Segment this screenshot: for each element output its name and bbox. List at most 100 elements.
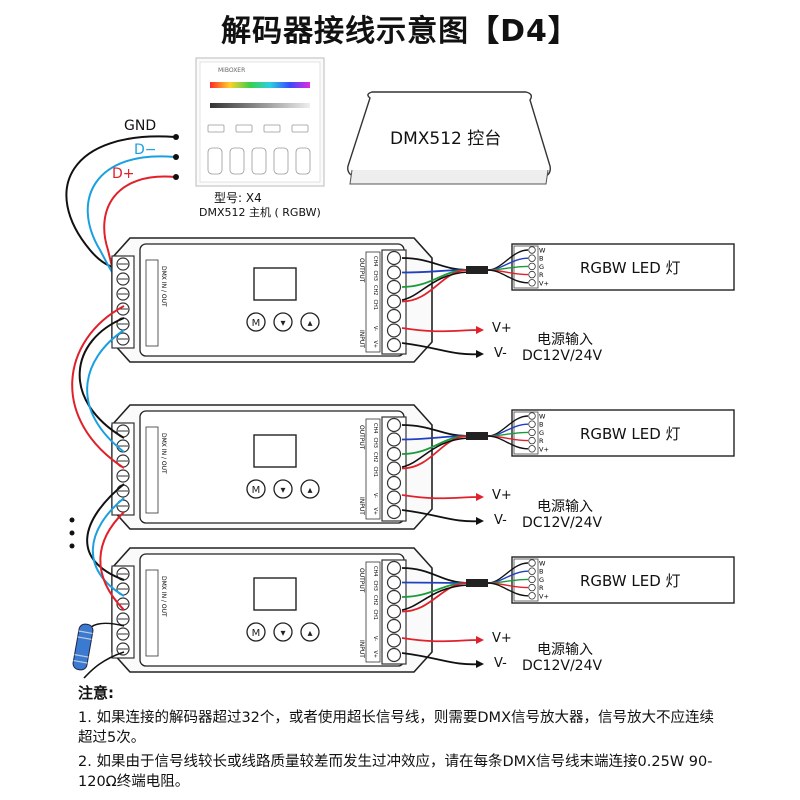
master-panel: MiBOXER xyxy=(195,57,325,187)
out-pin-label: CH1 xyxy=(372,467,378,477)
led-pin xyxy=(528,279,536,287)
termination-resistor xyxy=(72,622,125,679)
decoder-button[interactable]: ▴ xyxy=(300,622,320,642)
terminal-screw xyxy=(386,589,402,605)
console-label: DMX512 控台 xyxy=(390,129,502,149)
decoder-button[interactable]: M xyxy=(246,312,266,332)
dmx-console xyxy=(347,91,551,185)
terminal-screw xyxy=(386,647,402,663)
power-vminus-wire xyxy=(401,342,483,356)
vminus-label: V- xyxy=(494,513,507,528)
svg-text:M: M xyxy=(252,485,261,496)
led-wire xyxy=(401,435,469,470)
power-input-label: 电源输入 xyxy=(537,332,593,348)
lcd-display xyxy=(253,267,297,301)
led-pin xyxy=(528,412,536,420)
dmx-terminal-block: DMX IN / OUT xyxy=(111,565,167,659)
vplus-label: V+ xyxy=(492,488,512,503)
rainbow-bar-top xyxy=(210,82,310,88)
power-voltage-label: DC12V/24V xyxy=(522,348,603,364)
out-pin-label: CH4 xyxy=(372,566,378,576)
out-pin-label: CH2 xyxy=(372,452,378,462)
out-pin-label: CH2 xyxy=(372,595,378,605)
terminal-screw xyxy=(386,432,402,447)
terminal-screw xyxy=(386,337,402,353)
decoder-button[interactable]: ▾ xyxy=(273,622,293,642)
led-pin xyxy=(528,583,536,592)
dplus-label: D+ xyxy=(112,166,135,182)
led-pin xyxy=(528,428,536,437)
svg-text:▴: ▴ xyxy=(307,628,312,639)
led-pin xyxy=(528,246,536,254)
vplus-label: V+ xyxy=(492,321,512,336)
master-model-label: 型号: X4 xyxy=(214,191,262,205)
led-pin-label: W xyxy=(539,247,546,255)
terminal-screw xyxy=(386,323,402,338)
lcd-display xyxy=(253,434,297,468)
dmx-in-out-label: DMX IN / OUT xyxy=(160,576,167,617)
rainbow-bar-bottom xyxy=(210,103,310,108)
svg-text:▾: ▾ xyxy=(280,485,285,496)
led-strip-label: RGBW LED 灯 xyxy=(580,572,681,590)
terminal-screw xyxy=(386,417,402,433)
master-brand: MiBOXER xyxy=(218,67,245,74)
out-pin-label: CH3 xyxy=(372,271,378,281)
decoder-button[interactable]: M xyxy=(246,479,266,499)
in-pin-label: V+ xyxy=(372,508,378,516)
decoder-button[interactable]: ▾ xyxy=(273,312,293,332)
gnd-dot xyxy=(173,134,179,140)
notes-heading: 注意: xyxy=(78,684,114,702)
out-pin-label: CH2 xyxy=(372,285,378,295)
dmx-in-out-label: DMX IN / OUT xyxy=(160,266,167,307)
cable-sleeve xyxy=(466,432,488,440)
svg-text:M: M xyxy=(252,318,261,329)
power-input-label: 电源输入 xyxy=(537,499,593,515)
arrow-icon xyxy=(476,517,484,525)
led-pin-label: R xyxy=(539,271,544,279)
out-pin-label: CH3 xyxy=(372,581,378,591)
terminal-screw xyxy=(386,308,402,324)
dmx-terminal-block: DMX IN / OUT xyxy=(111,255,167,349)
power-vplus-wire xyxy=(401,637,483,643)
led-pin xyxy=(528,567,536,575)
led-pin xyxy=(528,436,536,445)
led-pin-label: G xyxy=(539,576,544,584)
in-pin-label: V+ xyxy=(372,341,378,349)
daisy-chain-wires xyxy=(71,305,125,611)
ellipsis-dot xyxy=(69,543,75,549)
led-pin xyxy=(528,575,536,584)
decoder-button[interactable]: M xyxy=(246,622,266,642)
page-title: 解码器接线示意图【D4】 xyxy=(221,14,579,49)
dmx-in-out-label: DMX IN / OUT xyxy=(160,433,167,474)
decoder-button[interactable]: ▴ xyxy=(300,312,320,332)
output-label: OUTPUT xyxy=(358,425,365,450)
svg-text:▾: ▾ xyxy=(280,628,285,639)
terminal-screw xyxy=(386,575,402,590)
power-vminus-wire xyxy=(401,509,483,523)
led-pin xyxy=(528,254,536,262)
led-pin-label: G xyxy=(539,429,544,437)
led-pin-label: V+ xyxy=(539,279,549,287)
power-vminus-wire xyxy=(401,652,483,666)
terminal-screw xyxy=(386,633,402,648)
master-desc-label: DMX512 主机 ( RGBW) xyxy=(199,206,321,219)
led-pin xyxy=(528,270,536,279)
out-pin-label: CH1 xyxy=(372,300,378,310)
arrow-icon xyxy=(476,493,484,501)
led-pin-label: R xyxy=(539,437,544,445)
note-item-2: 2. 如果由于信号线较长或线路质量较差而发生过冲效应，请在每条DMX信号线末端连… xyxy=(78,754,713,790)
led-wire xyxy=(401,269,469,303)
decoder-button[interactable]: ▴ xyxy=(300,479,320,499)
decoder-button[interactable]: ▾ xyxy=(273,479,293,499)
terminal-screw xyxy=(386,265,402,280)
svg-text:▴: ▴ xyxy=(307,485,312,496)
led-pin-label: G xyxy=(539,263,544,271)
input-label: INPUT xyxy=(358,497,365,515)
led-pin-label: W xyxy=(539,413,546,421)
dminus-label: D− xyxy=(134,142,157,158)
vminus-label: V- xyxy=(494,346,507,361)
led-pin xyxy=(528,262,536,271)
